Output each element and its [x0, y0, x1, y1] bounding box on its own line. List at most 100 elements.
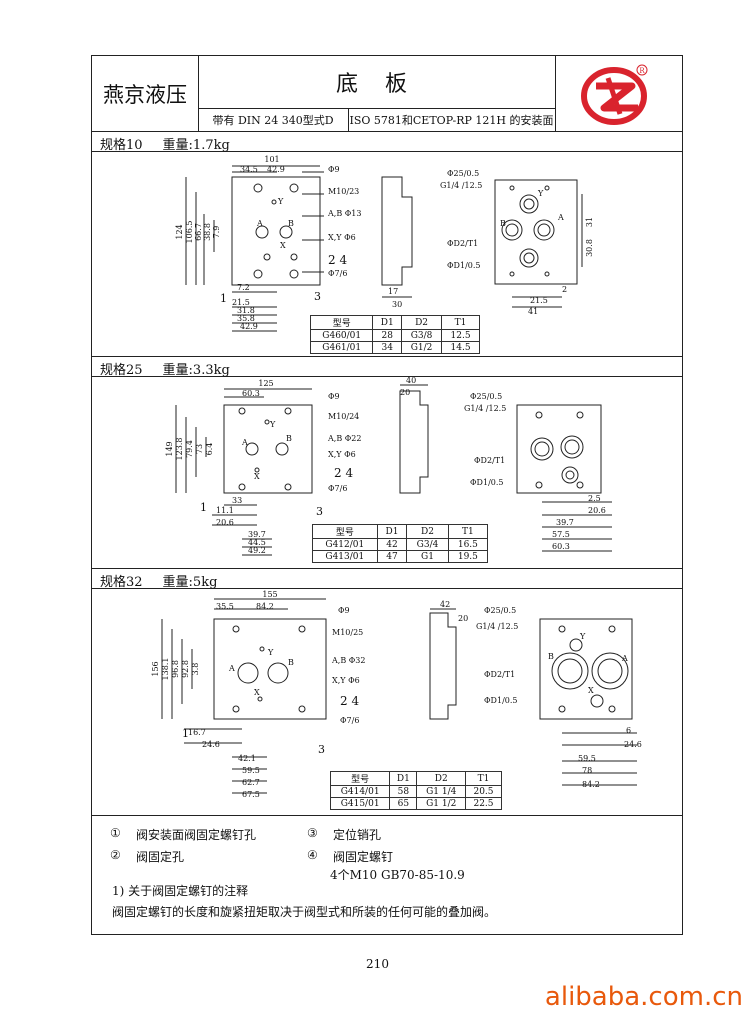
table-header: D2 [416, 771, 467, 786]
dim-label: 33 [232, 496, 242, 505]
company-name: 燕京液压 [92, 56, 199, 132]
callout: ΦD2/T1 [484, 670, 515, 679]
marker: 1 [220, 292, 227, 305]
dim-label: 49.2 [248, 546, 266, 555]
table-cell: 58 [389, 785, 418, 798]
callout: M10/23 [328, 187, 359, 196]
port-letter: B [548, 652, 554, 661]
callout: G1/4 /12.5 [440, 181, 482, 190]
port-letter: Y [269, 420, 276, 429]
callout: 2 4 [334, 466, 353, 480]
divider [92, 356, 682, 357]
dim-label: 11.1 [216, 506, 234, 515]
table-cell: 34 [372, 341, 403, 354]
explain-title: 1) 关于阀固定螺钉的注释 [112, 884, 249, 898]
table-header: T1 [447, 524, 489, 539]
spec-label: 规格10 [100, 138, 143, 153]
dim-label: 7.9 [212, 226, 221, 239]
callout: ΦD2/T1 [474, 456, 505, 465]
callout: 2 4 [340, 694, 359, 708]
callout: ΦD1/0.5 [447, 261, 480, 270]
table-header: T1 [465, 771, 502, 786]
callout: Φ25/0.5 [470, 392, 502, 401]
callout: Φ25/0.5 [447, 169, 479, 178]
dim-label: 2 [562, 285, 567, 294]
dim-label: 31.8 [237, 306, 255, 315]
page-title: 底 板 [198, 56, 555, 109]
table-cell: G460/01 [309, 329, 374, 342]
section-25-drawing: 125 60.3 149 123.8 79.4 73 6.4 33 11.1 2… [165, 377, 612, 556]
dim-label: 66.7 [194, 223, 203, 241]
table-header: D1 [389, 771, 418, 786]
table-header: 型号 [309, 315, 374, 330]
dim-label: 138.1 [161, 658, 170, 681]
table-header: T1 [441, 315, 480, 330]
port-plate [494, 179, 578, 285]
weight-label: 重量:1.7kg [162, 138, 230, 153]
dim-label: 42.9 [240, 322, 258, 331]
callout: 2 4 [328, 253, 347, 267]
note-number: ② [110, 847, 121, 862]
table-cell: 12.5 [441, 329, 480, 342]
dim-label: 92.8 [181, 660, 190, 678]
dim-label: 101 [264, 155, 279, 164]
dim-label: 39.7 [248, 530, 266, 539]
dim-label: 30 [392, 300, 402, 309]
table-cell: G1 1/4 [416, 785, 467, 798]
dim-label: 6.4 [205, 443, 214, 456]
section-32-drawing: 155 35.5 84.2 156 138.1 96.8 92.8 3.8 16… [151, 590, 642, 799]
dim-label: 30.8 [585, 239, 594, 257]
port-letter: Y [267, 648, 274, 657]
dim-label: 79.4 [185, 440, 194, 458]
note-text: 定位销孔 [333, 827, 382, 842]
dim-label: 84.2 [256, 602, 274, 611]
table-cell: G461/01 [309, 341, 374, 354]
dim-label: 156 [151, 661, 160, 676]
callout: Φ25/0.5 [484, 606, 516, 615]
dim-label: 123.8 [175, 438, 184, 461]
callout: X,Y Φ6 [328, 450, 356, 459]
divider [92, 376, 682, 377]
callout: M10/24 [328, 412, 359, 421]
dim-label: 21.5 [232, 298, 250, 307]
table-cell: 65 [389, 797, 418, 810]
weight-label: 重量:3.3kg [162, 363, 230, 378]
port-letter: Y [277, 197, 284, 206]
callout: ΦD2/T1 [447, 239, 478, 248]
front-plate [223, 404, 313, 494]
marker: 3 [318, 743, 325, 756]
marker: 3 [314, 290, 321, 303]
port-letter: A [241, 438, 248, 447]
subtitle-iso: ISO 5781和CETOP-RP 121H 的安装面 [349, 114, 554, 127]
table-cell: G1 1/2 [416, 797, 467, 810]
table-header: 型号 [329, 771, 391, 786]
table-cell: G412/01 [312, 538, 378, 551]
callout: G1/4 /12.5 [464, 404, 506, 413]
dim-label: 84.2 [582, 780, 600, 789]
dim-label: 42.9 [267, 165, 285, 174]
callout: Φ9 [328, 392, 340, 401]
front-plate [213, 618, 327, 720]
table-cell: G1 [406, 550, 449, 563]
dim-label: 59.5 [242, 766, 260, 775]
table-cell: 16.5 [447, 538, 489, 551]
spec-label: 规格32 [100, 575, 143, 590]
dim-label: 24.6 [202, 740, 220, 749]
callout: G1/4 /12.5 [476, 622, 518, 631]
table-cell: 19.5 [447, 550, 489, 563]
dim-label: 57.5 [552, 530, 570, 539]
dim-label: 21.5 [530, 296, 548, 305]
dim-label: 6 [626, 726, 631, 735]
callout: ΦD1/0.5 [470, 478, 503, 487]
subtitle-din: 带有 DIN 24 340型式D [198, 108, 349, 132]
note-number: ④ [307, 847, 318, 862]
table-cell: G413/01 [312, 550, 378, 563]
dim-label: 35.8 [237, 314, 255, 323]
